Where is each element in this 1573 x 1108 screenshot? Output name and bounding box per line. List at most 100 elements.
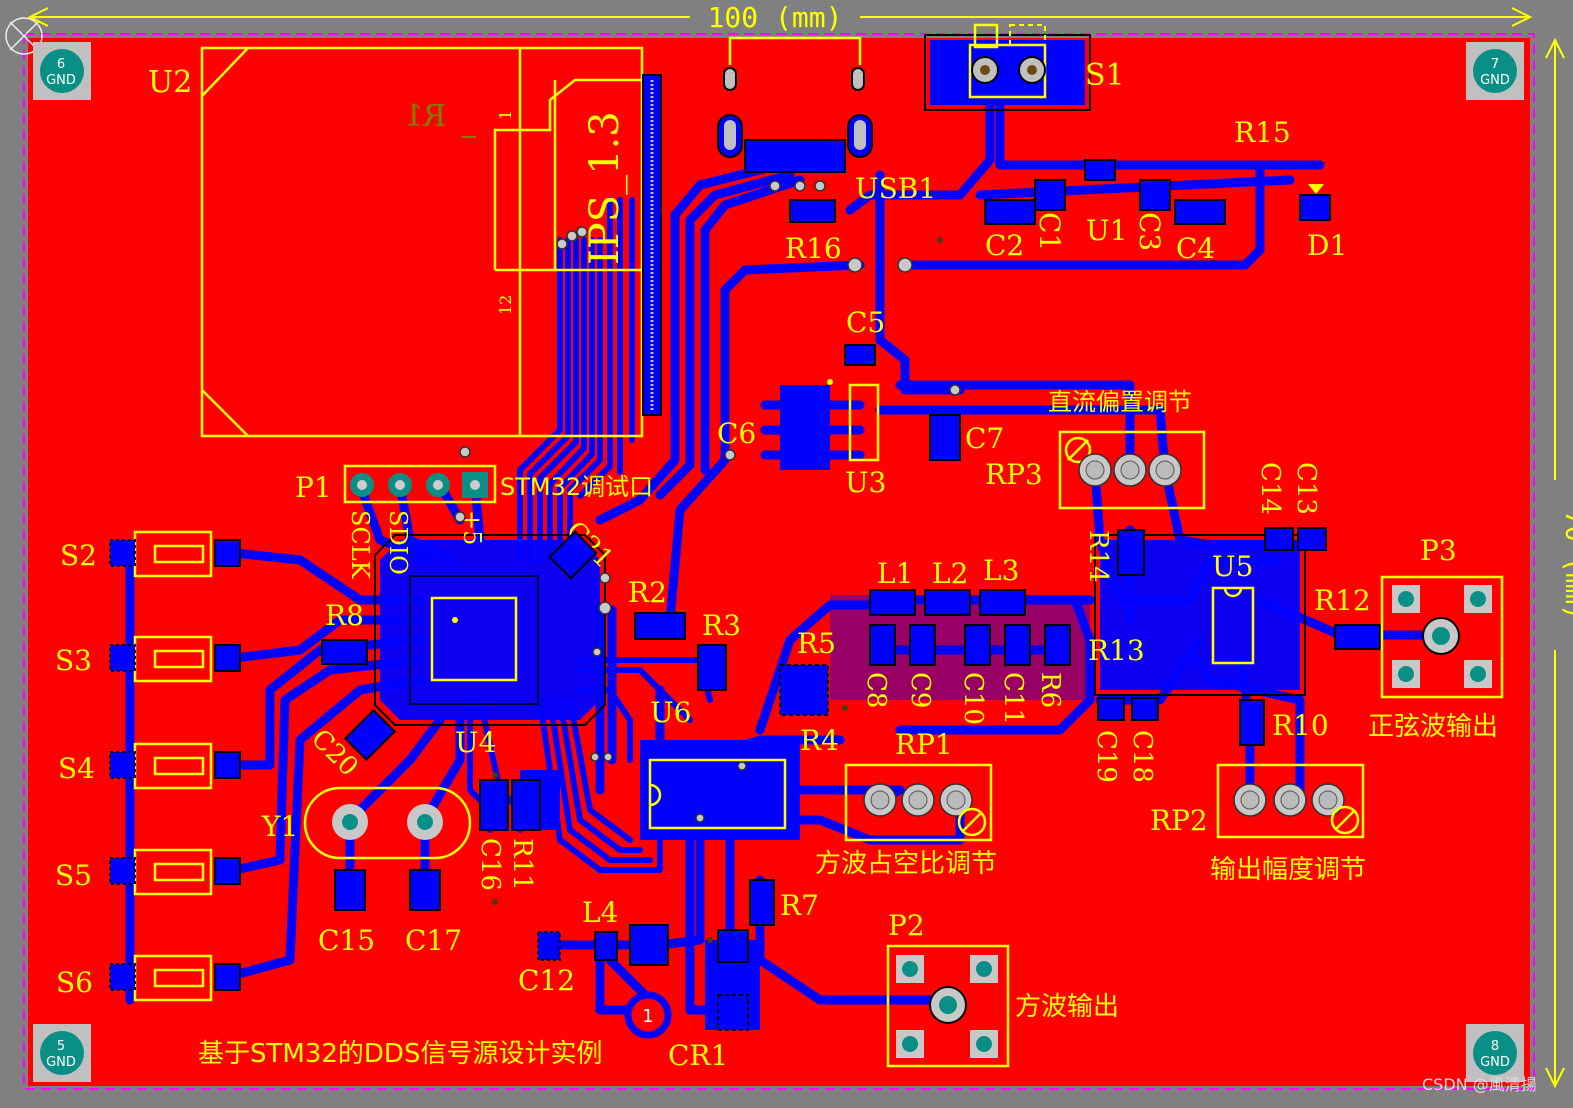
dimension-height-label: 70 (mm) <box>1559 510 1573 620</box>
rp2-potentiometer: RP2 输出幅度调节 <box>1150 763 1366 885</box>
l4-c12-cr1: L4 C12 1 CR1 <box>518 896 749 1072</box>
fpc-vias <box>556 226 588 250</box>
r7-resistor: R7 <box>749 879 819 926</box>
label-CR1: CR1 <box>668 1039 728 1072</box>
label-S3: S3 <box>55 644 92 677</box>
bottom-layer-pours <box>380 40 1300 1030</box>
label-R13: R13 <box>1088 634 1145 667</box>
label-S1: S1 <box>1085 58 1125 93</box>
keepout-outline <box>23 33 1535 1090</box>
svg-text:GND: GND <box>1480 1055 1510 1070</box>
label-U3: U3 <box>845 466 886 499</box>
label-C5: C5 <box>846 306 885 339</box>
dimension-width-label: 100 (mm) <box>708 1 843 34</box>
r8-resistor: R8 <box>321 599 368 665</box>
r1-label: R1 <box>404 99 476 138</box>
label-P2: P2 <box>888 909 925 942</box>
label-C18: C18 <box>1127 730 1157 783</box>
svg-text:6: 6 <box>57 57 65 72</box>
mounting-hole-8: 8 GND <box>1466 1024 1524 1082</box>
label-R2: R2 <box>628 576 667 609</box>
dimension-height: 70 (mm) <box>1545 37 1573 1089</box>
opamp-section: R14 R13 C14 C13 U5 R12 C19 C18 R10 <box>1083 462 1381 783</box>
p3-sine-output: P3 正弦波输出 <box>1368 534 1504 742</box>
label-CR1-pin: 1 <box>642 1006 653 1027</box>
r2-r3-r5: R2 R3 R5 <box>592 576 848 716</box>
label-C9: C9 <box>905 672 935 708</box>
switch-s2: S2 <box>60 530 241 578</box>
svg-text:GND: GND <box>46 1055 76 1070</box>
rp3-potentiometer: RP3 直流偏置调节 <box>985 388 1206 510</box>
label-U5: U5 <box>1212 550 1253 583</box>
label-R3: R3 <box>702 609 741 642</box>
label-amplitude-adjust: 输出幅度调节 <box>1210 855 1366 885</box>
label-S4: S4 <box>58 752 95 785</box>
clearance-outlines <box>374 34 1306 726</box>
label-C4: C4 <box>1176 232 1215 265</box>
u3-area: C5 U3 C6 C7 <box>717 306 1004 499</box>
switch-s5: S5 <box>55 848 241 896</box>
switch-s4: S4 <box>58 742 241 790</box>
switch-s3: S3 <box>55 635 241 683</box>
label-R10: R10 <box>1272 709 1329 742</box>
switch-s6: S6 <box>56 954 241 1002</box>
label-L1: L1 <box>877 557 913 590</box>
s1-switch: S1 <box>968 23 1125 99</box>
label-R6: R6 <box>1035 672 1065 708</box>
label-SDIO: SDIO <box>384 510 412 575</box>
label-S2: S2 <box>60 539 97 572</box>
label-C10: C10 <box>958 672 988 725</box>
usb1-connector: USB1 <box>717 36 936 205</box>
label-R4: R4 <box>800 724 839 757</box>
label-pin1: 1 <box>496 110 515 120</box>
u2-display-module: U2 1 12 IPS_1.3 <box>148 46 662 438</box>
rp1-potentiometer: RP1 方波占空比调节 <box>815 728 997 879</box>
svg-text:GND: GND <box>1480 73 1510 88</box>
svg-text:8: 8 <box>1491 1039 1499 1054</box>
label-L3: L3 <box>983 554 1019 587</box>
label-C2: C2 <box>985 229 1024 262</box>
label-sine-out: 正弦波输出 <box>1368 712 1498 742</box>
label-R15: R15 <box>1234 116 1291 149</box>
label-C7: C7 <box>965 422 1004 455</box>
label-IPS: IPS_1.3 <box>582 111 628 265</box>
svg-text:GND: GND <box>46 73 76 88</box>
label-U2: U2 <box>148 65 192 100</box>
label-C12: C12 <box>518 964 575 997</box>
label-duty-adjust: 方波占空比调节 <box>815 849 997 879</box>
label-USB1: USB1 <box>855 172 936 205</box>
p1-debug-header: P1 STM32调试口 SCLK SDIO +5 <box>295 446 653 580</box>
board-title: 基于STM32的DDS信号源设计实例 <box>198 1039 602 1069</box>
label-U4: U4 <box>455 726 496 759</box>
label-R16: R16 <box>785 232 842 265</box>
label-C11: C11 <box>998 672 1028 725</box>
label-R11: R11 <box>507 838 537 891</box>
label-C6: C6 <box>717 417 756 450</box>
label-R7: R7 <box>780 889 819 922</box>
dimension-width: 100 (mm) <box>27 1 1533 34</box>
y1-crystal: Y1 C15 C17 <box>261 786 472 957</box>
label-C1: C1 <box>1033 212 1066 251</box>
label-C16: C16 <box>475 838 505 891</box>
label-D1: D1 <box>1307 229 1347 262</box>
label-RP2: RP2 <box>1150 804 1208 837</box>
label-RP1: RP1 <box>895 728 953 761</box>
label-C14: C14 <box>1255 462 1285 515</box>
label-SCLK: SCLK <box>346 510 374 580</box>
u6-dds-chip: U6 R4 <box>590 696 839 830</box>
mounting-hole-6: 6 GND <box>33 42 91 100</box>
svg-text:5: 5 <box>57 1039 65 1054</box>
regulator-area: R15 C2 C1 U1 C3 C4 D1 R16 <box>785 116 1347 273</box>
label-S5: S5 <box>55 859 92 892</box>
label-U1: U1 <box>1086 214 1127 247</box>
svg-text:7: 7 <box>1491 57 1499 72</box>
label-C15: C15 <box>318 924 375 957</box>
label-pin12: 12 <box>496 295 515 315</box>
label-S6: S6 <box>56 966 93 999</box>
c16-r11: C16 R11 <box>475 772 541 905</box>
label-C13: C13 <box>1291 462 1321 515</box>
label-U6: U6 <box>650 696 691 729</box>
label-L2: L2 <box>932 557 968 590</box>
label-Y1: Y1 <box>261 810 298 843</box>
filter-section: L1 L2 L3 C8 C9 C10 C11 R6 <box>861 554 1071 725</box>
